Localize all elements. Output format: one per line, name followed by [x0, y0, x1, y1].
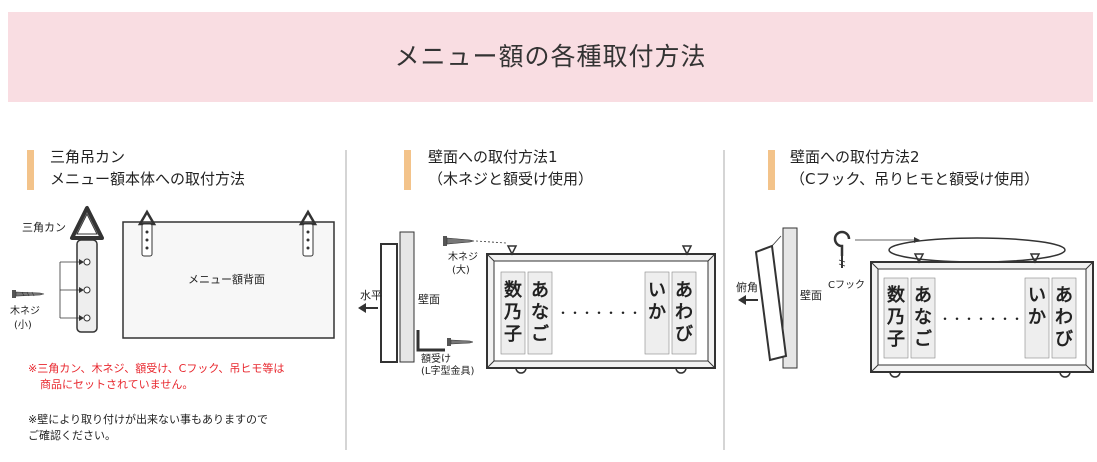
section-1-title-line2: メニュー額本体への取付方法 — [50, 170, 246, 188]
section-accent-bar — [768, 150, 775, 190]
arrow-left-icon — [738, 295, 758, 305]
label-fukaku: 俯角 — [736, 281, 758, 294]
warning-note-line2: 商品にセットされていません。 — [40, 378, 194, 391]
label-suihei: 水平 — [360, 289, 382, 302]
screw-icon — [12, 290, 45, 298]
sign-column-1: 数乃子 — [504, 280, 522, 345]
label-gakuuke-sub: (L字型金具) — [421, 366, 475, 377]
sign-back-board — [122, 221, 335, 339]
sign-ellipsis: ・・・・・・・ — [938, 312, 1023, 326]
section-3-title-line2: （Cフック、吊りヒモと額受け使用） — [790, 170, 1040, 188]
sign-ellipsis: ・・・・・・・ — [556, 306, 641, 320]
c-hook-icon — [833, 230, 851, 268]
section-3-title-line1: 壁面への取付方法2 — [790, 148, 920, 166]
sign-column-2: あなご — [531, 280, 549, 345]
screw-icon — [443, 236, 475, 246]
label-c-hook: Cフック — [828, 280, 865, 291]
section-accent-bar — [27, 150, 34, 190]
section-divider — [345, 150, 347, 450]
sign-column-3: いか — [648, 280, 666, 323]
section-2-title-line1: 壁面への取付方法1 — [428, 148, 558, 166]
page-title: メニュー額の各種取付方法 — [394, 42, 707, 71]
sign-column-3: いか — [1028, 285, 1046, 328]
triangle-hanger-icon — [70, 206, 104, 240]
sign-column-1: 数乃子 — [887, 285, 905, 350]
label-hekimen: 壁面 — [418, 293, 440, 306]
warning-note-line1: ※三角カン、木ネジ、額受け、Cフック、吊ヒモ等は — [28, 362, 285, 375]
label-hekimen: 壁面 — [800, 289, 822, 302]
header-banner: メニュー額の各種取付方法 — [8, 12, 1093, 102]
caution-note-line1: ※壁により取り付けが出来ない事もありますので — [28, 413, 268, 426]
sign-column-2: あなご — [914, 285, 932, 350]
label-mokuneji-size: (小) — [14, 320, 32, 331]
triangle-hanger-icon — [137, 209, 157, 257]
label-sankaku-kan: 三角カン — [22, 221, 66, 234]
sign-column-4: あわび — [675, 280, 693, 345]
label-mokuneji-size: (大) — [452, 265, 470, 276]
label-mokuneji-large: 木ネジ — [448, 252, 478, 263]
sign-column-4: あわび — [1055, 285, 1073, 350]
section-1-title-line1: 三角吊カン — [50, 148, 126, 166]
label-gakuuke: 額受け — [421, 354, 451, 365]
label-mokuneji: 木ネジ — [10, 306, 40, 317]
l-bracket-icon — [416, 330, 474, 352]
section-divider — [723, 150, 725, 450]
section-accent-bar — [404, 150, 411, 190]
section-2-title-line2: （木ネジと額受け使用） — [428, 170, 594, 188]
caution-note-line2: ご確認ください。 — [28, 429, 116, 442]
arrow-left-icon — [358, 303, 378, 313]
triangle-hanger-icon — [298, 209, 318, 257]
board-back-label: メニュー額背面 — [188, 273, 265, 286]
